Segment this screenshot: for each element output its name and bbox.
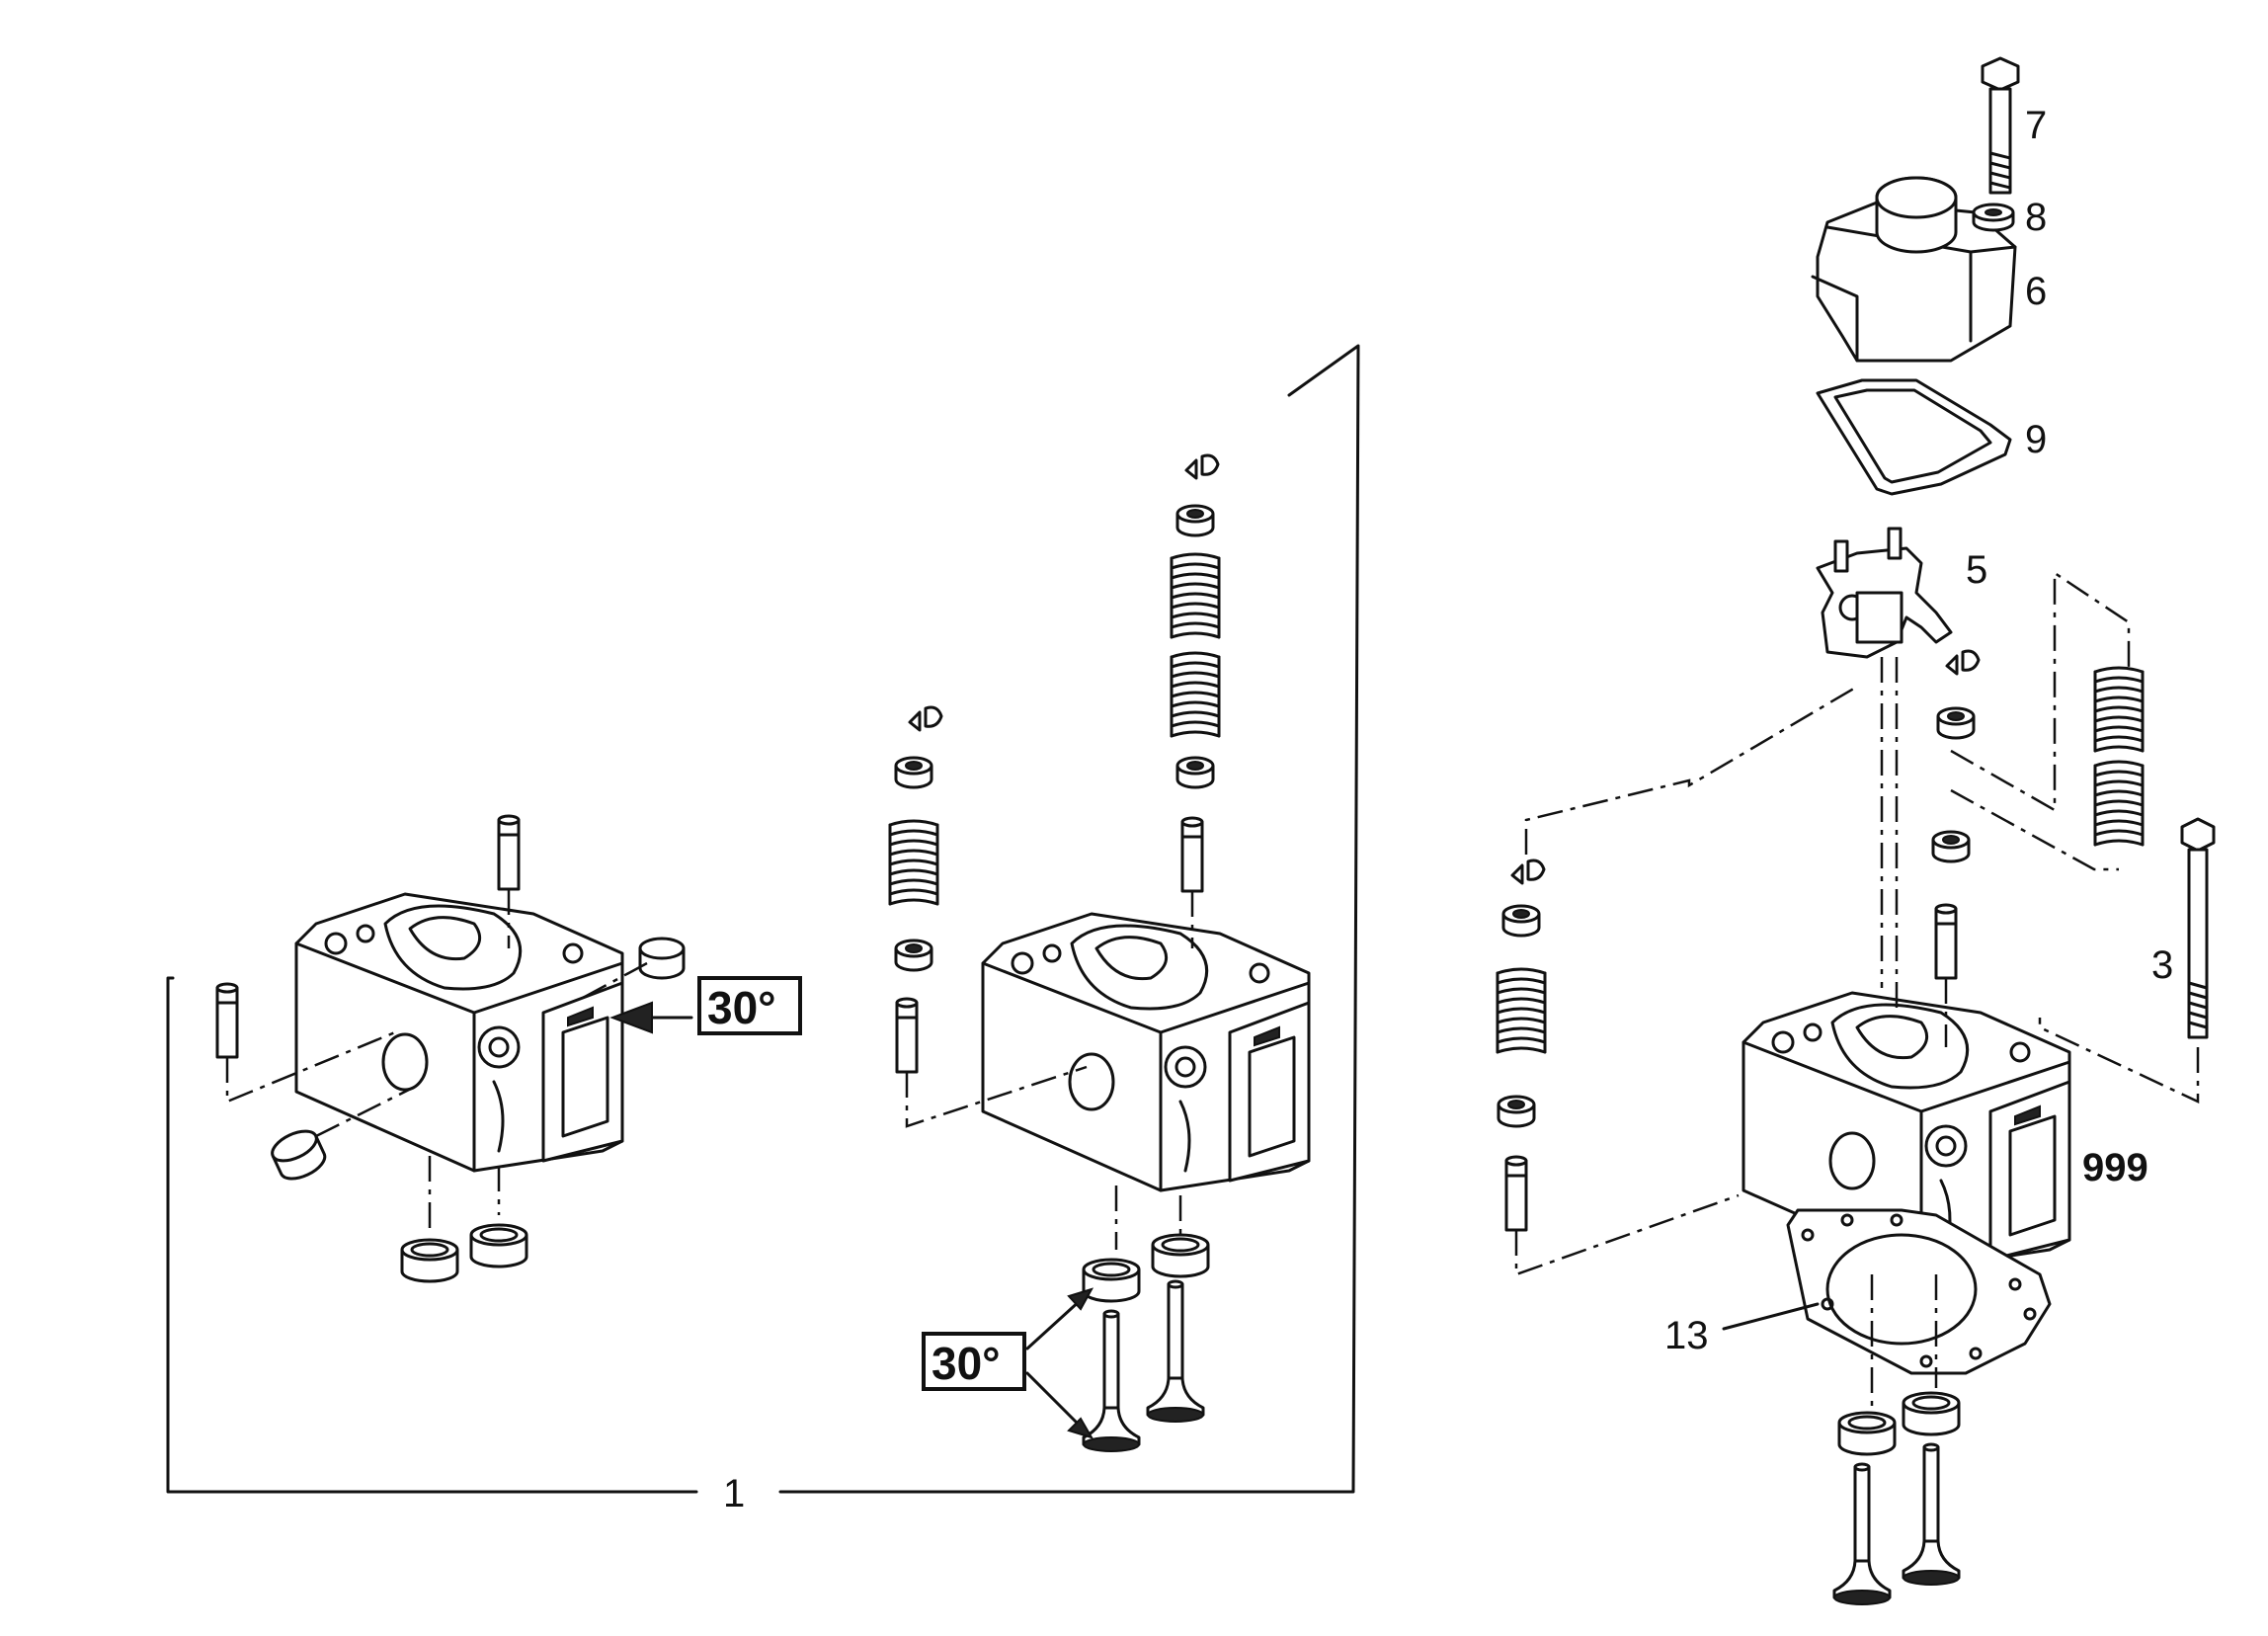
callout-9: 9 — [2025, 418, 2047, 461]
right-head-assembly — [1496, 56, 2216, 1606]
callout-13: 13 — [1664, 1314, 1709, 1357]
angle-note-center: 30° — [922, 1287, 1094, 1439]
callout-8: 8 — [2025, 196, 2047, 239]
callout-1: 1 — [723, 1472, 745, 1515]
angle-label-center: 30° — [932, 1338, 1001, 1389]
angle-note-left: 30° — [609, 976, 802, 1035]
callout-7: 7 — [2025, 104, 2047, 147]
callout-6: 6 — [2025, 270, 2047, 313]
callout-3: 3 — [2151, 943, 2173, 987]
right-callouts: 7 8 6 9 5 3 999 13 — [1664, 104, 2173, 1357]
assembly-bracket: 1 — [166, 344, 1360, 1515]
callout-999: 999 — [2082, 1146, 2148, 1189]
callout-5: 5 — [1966, 548, 1987, 592]
center-head-assembly — [888, 453, 1311, 1453]
angle-label-left: 30° — [707, 982, 776, 1033]
left-head-assembly — [215, 814, 686, 1283]
